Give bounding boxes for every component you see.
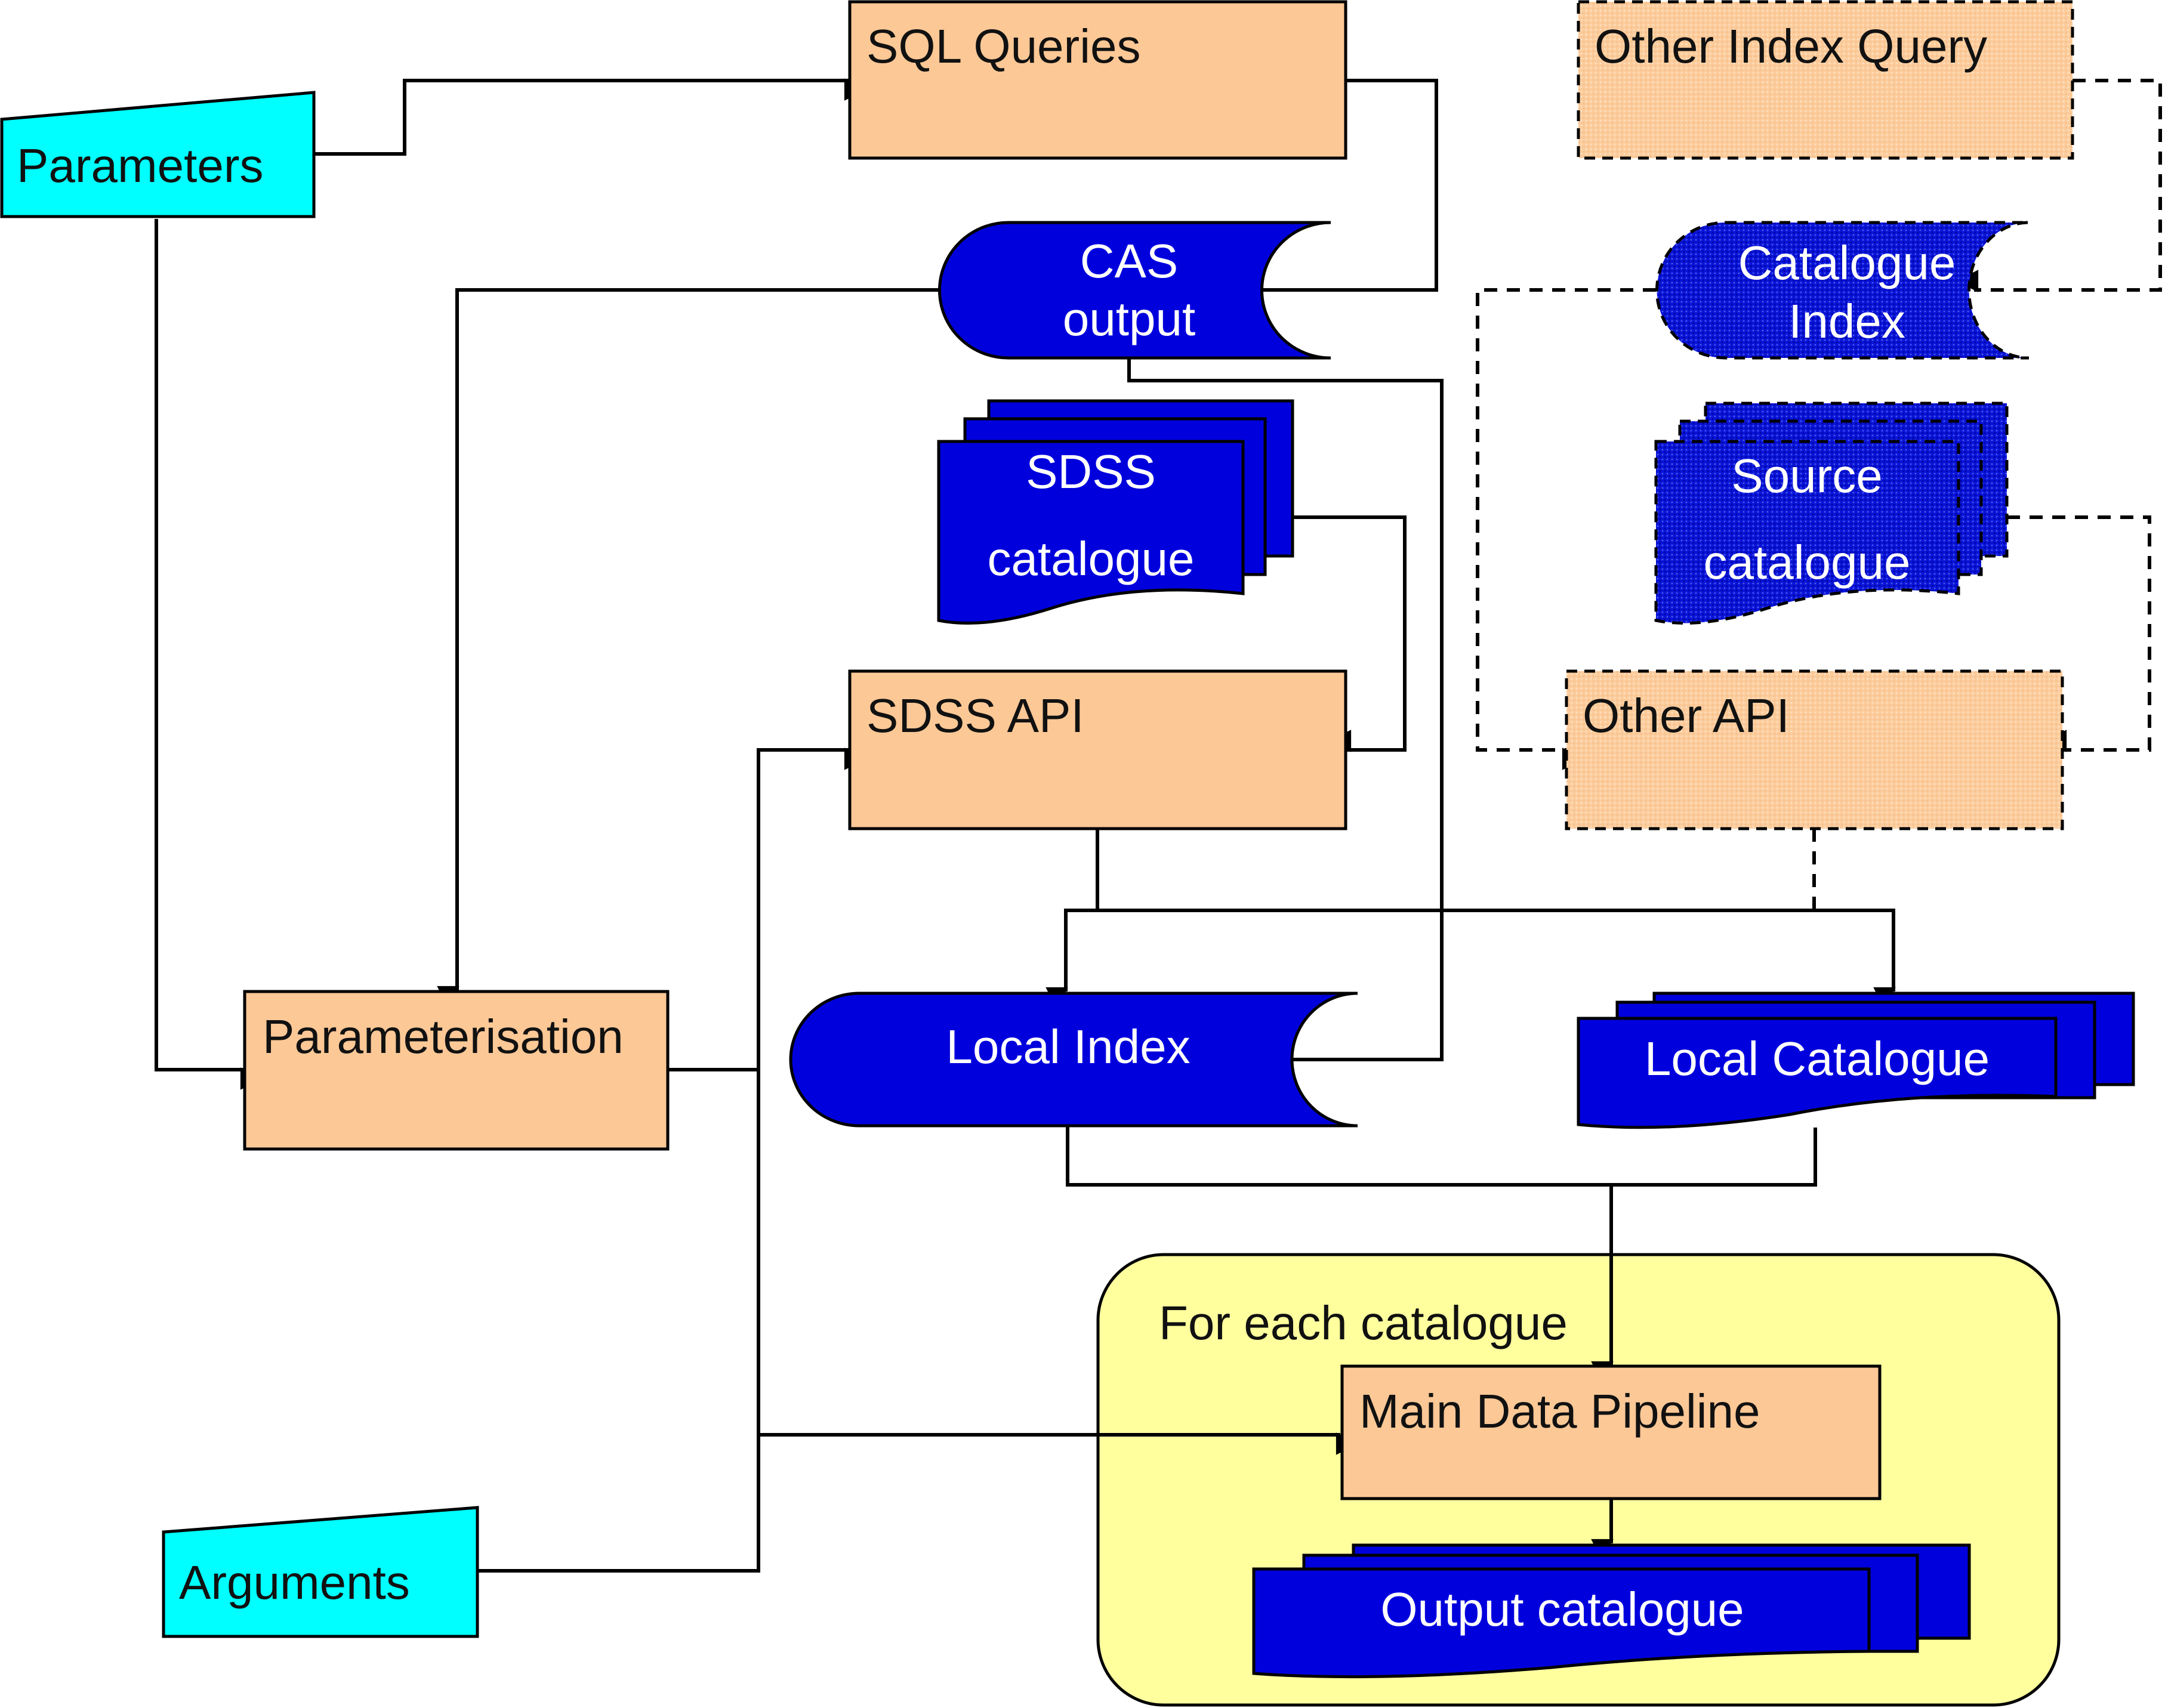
dashed-connectors: [1476, 79, 2162, 910]
edge-local-index-to-main-pipeline: [1066, 1126, 1614, 1384]
sql-queries-node: SQL Queries: [848, 0, 1347, 160]
catalogue-index-label-line1: Catalogue: [1738, 236, 1956, 289]
loop-label: For each catalogue: [1159, 1296, 1568, 1349]
sdss-catalogue-label-line2: catalogue: [988, 532, 1195, 585]
cas-output-label-line1: CAS: [1080, 234, 1179, 288]
sdss-api-node: SDSS API: [848, 669, 1347, 830]
parameters-label: Parameters: [17, 139, 263, 192]
edge-sdss-api-to-local-index: [1046, 829, 1099, 1010]
output-catalogue-label: Output catalogue: [1380, 1583, 1744, 1636]
local-catalogue-label: Local Catalogue: [1645, 1032, 1990, 1085]
other-index-query-node: Other Index Query: [1577, 0, 2074, 160]
cas-output-label-line2: output: [1063, 292, 1195, 345]
edge-source-catalogue-to-other-api: [2007, 515, 2151, 752]
sdss-catalogue-label-line1: SDSS: [1026, 445, 1156, 498]
arguments-label: Arguments: [179, 1556, 410, 1609]
edge-cas-output-to-local-index: [1127, 358, 1444, 1062]
edge-local-catalogue-to-main-pipeline: [1611, 1128, 1817, 1187]
local-index-node: Local Index: [789, 992, 1358, 1128]
other-api-node: Other API: [1565, 669, 2064, 830]
local-catalogue-node: Local Catalogue: [1577, 992, 2135, 1129]
arguments-node: Arguments: [162, 1506, 479, 1638]
other-index-query-label: Other Index Query: [1595, 20, 1987, 73]
edge-arguments-to-main-pipeline: [477, 1435, 760, 1573]
edge-other-index-query-to-catalogue-index: [1956, 79, 2162, 292]
edge-cas-output-to-parameterisation: [437, 288, 940, 1009]
connectors: [155, 78, 1896, 1573]
sdss-api-label: SDSS API: [866, 689, 1084, 742]
catalogue-index-node: Catalogue Index: [1655, 221, 2030, 360]
edge-parameterisation-to-sdss-api: [668, 748, 867, 1071]
source-catalogue-label-line1: Source: [1731, 449, 1882, 502]
other-api-label: Other API: [1583, 689, 1790, 742]
local-index-label: Local Index: [946, 1020, 1190, 1073]
main-pipeline-node: Main Data Pipeline: [1340, 1364, 1882, 1500]
edge-catalogue-index-to-other-api: [1476, 288, 1656, 770]
output-catalogue-node: Output catalogue: [1252, 1543, 1971, 1679]
parameterisation-node: Parameterisation: [243, 990, 670, 1151]
catalogue-index-label-line2: Index: [1788, 295, 1905, 348]
main-pipeline-label: Main Data Pipeline: [1359, 1385, 1760, 1438]
source-catalogue-label-line2: catalogue: [1704, 536, 1911, 589]
edge-parameters-to-sql-queries: [314, 78, 867, 156]
cas-output-node: CAS output: [938, 221, 1331, 360]
source-catalogue-node: Source catalogue: [1654, 401, 2009, 625]
sql-queries-label: SQL Queries: [866, 20, 1140, 73]
sdss-catalogue-node: SDSS catalogue: [937, 399, 1294, 625]
edge-sdss-catalogue-to-sdss-api: [1293, 515, 1407, 752]
edge-parameters-to-parameterisation: [155, 219, 263, 1090]
parameters-node: Parameters: [0, 91, 316, 218]
parameterisation-label: Parameterisation: [263, 1010, 624, 1063]
edge-sql-queries-to-cas-output: [1238, 79, 1438, 292]
edge-sdss-api-to-local-catalogue: [1097, 909, 1896, 1010]
